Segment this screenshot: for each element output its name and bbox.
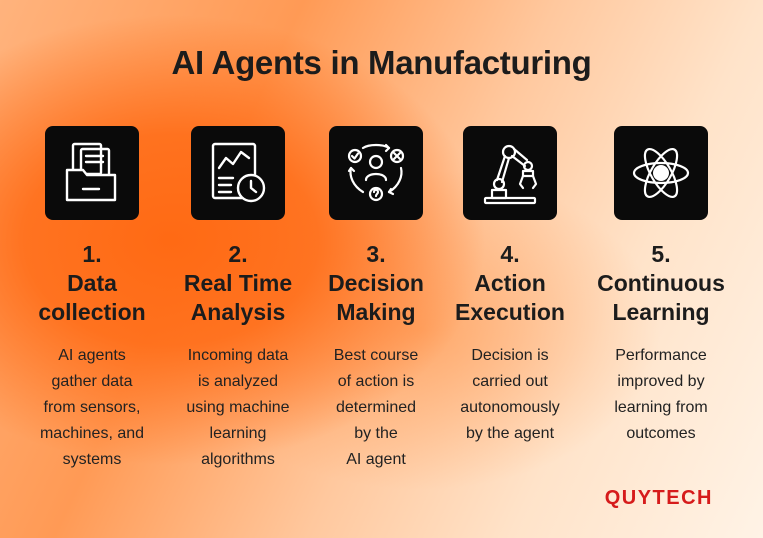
step-description: Incoming data is analyzed using machine … [186, 347, 290, 468]
page-title: AI Agents in Manufacturing [171, 44, 592, 81]
step-2: 2. Real Time Analysis Incoming data is a… [163, 126, 313, 473]
person-decision-cycle-icon [329, 126, 423, 220]
atom-icon [614, 126, 708, 220]
step-name: Decision Making [328, 270, 424, 325]
brand-logo: QUYTECH [604, 487, 713, 509]
step-number: 1. [82, 241, 102, 267]
step-name: Continuous Learning [597, 270, 725, 325]
robotic-arm-icon [463, 126, 557, 220]
steps-row: 1. Data collection AI agents gather data… [0, 126, 763, 486]
step-name: Data collection [38, 270, 146, 325]
step-name: Real Time Analysis [183, 270, 293, 325]
step-description: Best course of action is determined by t… [333, 347, 419, 468]
chart-report-clock-icon [191, 126, 285, 220]
step-description: Performance improved by learning from ou… [614, 347, 708, 442]
step-1: 1. Data collection AI agents gather data… [17, 126, 167, 473]
step-number: 4. [500, 241, 520, 267]
step-description: Decision is carried out autonomously by … [460, 347, 560, 442]
step-number: 5. [651, 241, 671, 267]
step-number: 2. [228, 241, 248, 267]
step-number: 3. [366, 241, 386, 267]
step-description: AI agents gather data from sensors, mach… [39, 347, 145, 468]
step-5: 5. Continuous Learning Performance impro… [586, 126, 736, 447]
step-3: 3. Decision Making Best course of action… [301, 126, 451, 473]
step-4: 4. Action Execution Decision is carried … [435, 126, 585, 447]
step-name: Action Execution [455, 270, 565, 325]
folder-documents-icon [45, 126, 139, 220]
